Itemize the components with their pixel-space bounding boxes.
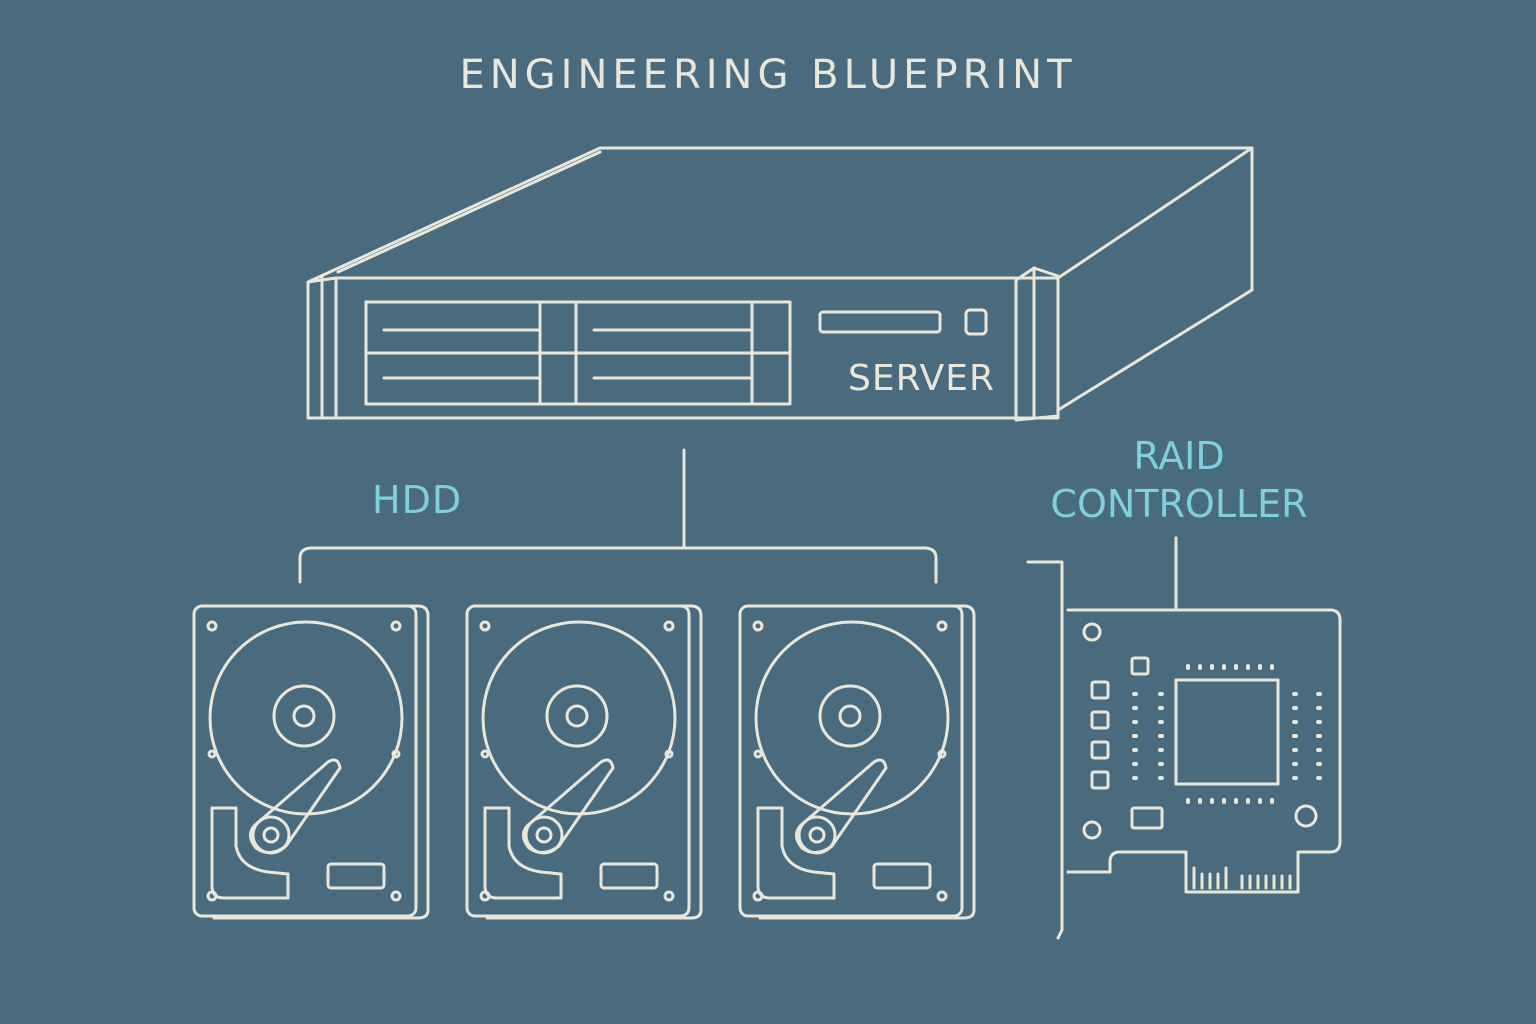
hdd-1: [192, 604, 430, 920]
server-label: SERVER: [848, 358, 996, 399]
hdd-2: [465, 604, 703, 920]
raid-chip-pins: [1132, 664, 1322, 804]
server-power-button-icon: [964, 308, 988, 336]
server-slot-icon: [818, 310, 942, 334]
raid-controller-card: [1026, 560, 1342, 940]
diagram-title: ENGINEERING BLUEPRINT: [459, 52, 1077, 98]
raid-label-line-2: CONTROLLER: [1050, 482, 1308, 526]
server-chassis: [306, 146, 1254, 422]
hdd-connector-bracket: [298, 448, 938, 584]
raid-controller-label: RAID CONTROLLER: [1040, 432, 1318, 528]
server-drive-bays: [364, 300, 792, 406]
raid-label-line-1: RAID: [1133, 434, 1225, 478]
hdd-label: HDD: [372, 478, 463, 522]
hdd-3: [738, 604, 976, 920]
